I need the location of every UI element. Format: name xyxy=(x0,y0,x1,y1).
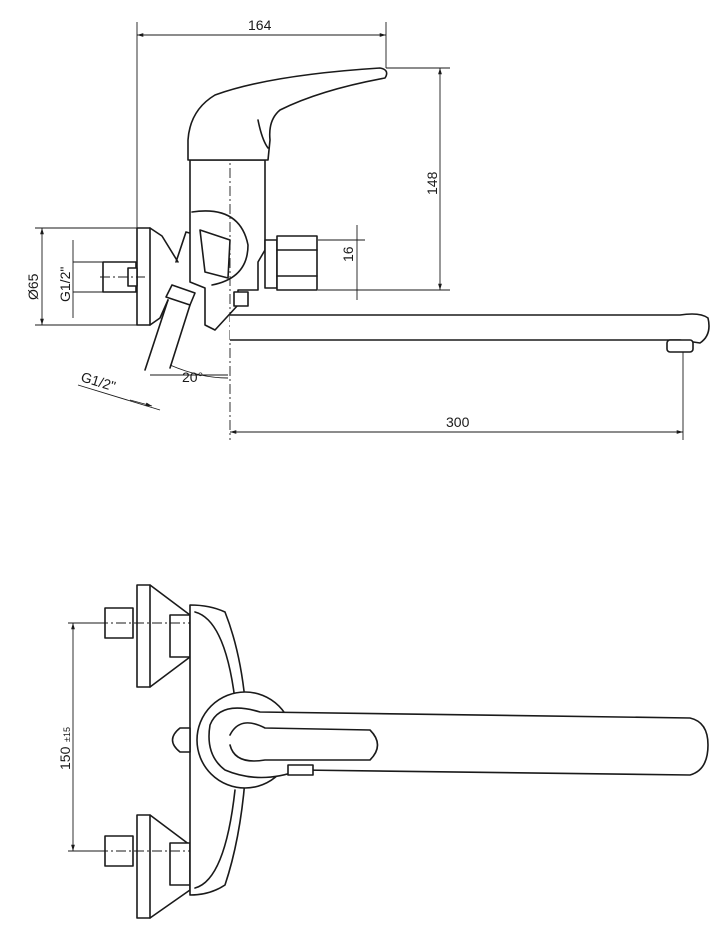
lever-handle xyxy=(187,67,388,161)
dim-tolerance-label: ±15 xyxy=(62,727,72,742)
dimension-flange-diameter: Ø65 xyxy=(25,227,137,326)
dim-flange-label: Ø65 xyxy=(25,273,41,300)
dimension-spout-300: 300 xyxy=(230,352,684,440)
lever-handle-plan xyxy=(208,707,709,779)
dim-width-label: 164 xyxy=(248,17,272,33)
dim-angle-label: 20° xyxy=(182,369,203,385)
dim-centers-label: 150 xyxy=(57,746,73,770)
spout xyxy=(230,313,710,353)
dimension-height-148: 148 xyxy=(318,67,450,291)
dim-thread-inlet-label: G1/2" xyxy=(57,267,73,302)
plan-view: 150 ±15 xyxy=(57,584,709,919)
faucet-body xyxy=(189,150,318,440)
dim-spout-label: 300 xyxy=(446,414,470,430)
dimension-thread-inlet: G1/2" xyxy=(57,240,103,318)
dimension-offset-16: 16 xyxy=(318,225,365,300)
upper-wall-connector xyxy=(98,584,191,688)
dim-height-label: 148 xyxy=(424,171,440,195)
dimension-centers-150: 150 ±15 xyxy=(57,622,120,852)
lower-wall-connector xyxy=(98,814,191,919)
side-view: 164 148 16 Ø65 G1/2" xyxy=(25,17,710,440)
dimension-width-164: 164 xyxy=(136,17,387,228)
wall-flange xyxy=(100,227,179,326)
dim-thread-outlet-label: G1/2" xyxy=(79,369,117,395)
dim-offset-label: 16 xyxy=(340,246,356,262)
